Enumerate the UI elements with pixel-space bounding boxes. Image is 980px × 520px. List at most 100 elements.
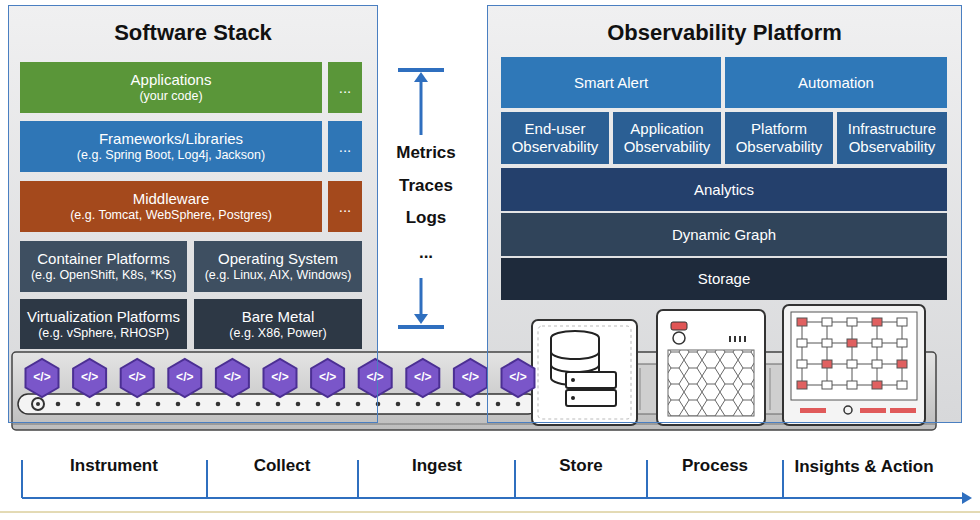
- stage-label: Process: [682, 457, 748, 476]
- belt-link: [156, 402, 161, 407]
- belt-link: [516, 402, 521, 407]
- belt-link: [296, 402, 301, 407]
- box-title: ...: [339, 79, 352, 97]
- graph-node-icon: [847, 339, 857, 347]
- code-hexagon: [26, 359, 59, 397]
- database-server: [532, 320, 637, 425]
- belt-link: [276, 402, 281, 407]
- stage-label: Instrument: [70, 457, 158, 476]
- box-title: Analytics: [694, 181, 754, 199]
- graph-node-icon: [822, 360, 832, 368]
- code-icon-label: </>: [462, 371, 479, 384]
- belt-link: [356, 402, 361, 407]
- box-title: Platform Observability: [729, 120, 829, 156]
- box-title: Virtualization Platforms: [27, 308, 180, 326]
- layer-box: Frameworks/Libraries(e.g. Spring Boot, L…: [20, 121, 322, 172]
- graph-node-icon: [897, 318, 907, 326]
- code-hexagon: [359, 359, 392, 397]
- capability-box: Smart Alert: [501, 57, 721, 108]
- code-icon-label: </>: [176, 371, 193, 384]
- belt-link: [116, 402, 121, 407]
- graph-node-icon: [897, 360, 907, 368]
- stage-label: Ingest: [412, 457, 462, 476]
- code-hexagon: [121, 359, 154, 397]
- belt-link: [416, 402, 421, 407]
- box-subtitle: (your code): [139, 89, 202, 104]
- code-icon-label: </>: [81, 371, 98, 384]
- graph-node-icon: [797, 318, 807, 326]
- panel-title: Observability Platform: [607, 20, 842, 46]
- signal-label: Traces: [399, 177, 453, 196]
- box-subtitle: (e.g. Spring Boot, Log4j, Jackson): [77, 148, 265, 163]
- signal-label: ...: [419, 244, 433, 263]
- code-hexagon: [502, 359, 535, 397]
- layer-band: Dynamic Graph: [501, 213, 947, 256]
- code-icon-label: </>: [271, 371, 288, 384]
- belt-link: [216, 402, 221, 407]
- insights-monitor: [783, 305, 925, 425]
- code-icon-label: </>: [414, 371, 431, 384]
- graph-node-icon: [822, 318, 832, 326]
- more-box: ...: [328, 181, 362, 232]
- layer-band: Analytics: [501, 168, 947, 211]
- box-title: Infrastructure Observability: [841, 120, 943, 156]
- box-title: Dynamic Graph: [672, 226, 776, 244]
- graph-node-icon: [872, 381, 882, 389]
- graph-node-icon: [872, 360, 882, 368]
- code-icon-label: </>: [319, 371, 336, 384]
- belt-link: [96, 402, 101, 407]
- graph-node-icon: [847, 360, 857, 368]
- belt-link: [236, 402, 241, 407]
- graph-node-icon: [847, 381, 857, 389]
- signal-label: Logs: [406, 209, 447, 228]
- belt-link: [196, 402, 201, 407]
- observability-box: Application Observability: [613, 112, 721, 164]
- panel-title: Software Stack: [114, 20, 272, 46]
- box-title: ...: [339, 198, 352, 216]
- graph-node-icon: [897, 339, 907, 347]
- graph-node-icon: [822, 339, 832, 347]
- code-icon-label: </>: [224, 371, 241, 384]
- belt-link: [456, 402, 461, 407]
- more-box: ...: [328, 121, 362, 172]
- box-title: Frameworks/Libraries: [99, 130, 243, 148]
- observability-box: End-user Observability: [501, 112, 609, 164]
- code-hexagon: [264, 359, 297, 397]
- belt-link: [496, 402, 501, 407]
- graph-node-icon: [847, 318, 857, 326]
- box-subtitle: (e.g. OpenShift, K8s, *KS): [31, 268, 176, 283]
- signal-label: Metrics: [396, 144, 456, 163]
- code-icon-label: </>: [367, 371, 384, 384]
- layer-box: Applications(your code): [20, 62, 322, 113]
- capability-box: Automation: [725, 57, 947, 108]
- box-title: Smart Alert: [574, 74, 648, 92]
- belt-link: [176, 402, 181, 407]
- belt-link: [336, 402, 341, 407]
- layer-box: Container Platforms(e.g. OpenShift, K8s,…: [20, 241, 187, 292]
- layer-box: Bare Metal(e.g. X86, Power): [194, 299, 362, 349]
- code-icon-label: </>: [129, 371, 146, 384]
- box-title: Container Platforms: [37, 250, 170, 268]
- belt-link: [396, 402, 401, 407]
- code-hexagon: [406, 359, 439, 397]
- belt-link: [376, 402, 381, 407]
- box-title: Application Observability: [617, 120, 717, 156]
- box-subtitle: (e.g. vSphere, RHOSP): [38, 326, 169, 341]
- layer-box: Virtualization Platforms(e.g. vSphere, R…: [20, 299, 187, 349]
- stage-label: Store: [559, 457, 602, 476]
- code-hexagon: [311, 359, 344, 397]
- stage-label: Insights & Action: [794, 458, 933, 477]
- graph-node-icon: [872, 318, 882, 326]
- graph-processor: [657, 310, 765, 425]
- baseline-rule: [0, 512, 980, 513]
- graph-node-icon: [797, 360, 807, 368]
- more-box: ...: [328, 62, 362, 113]
- platform-panel: Observability PlatformSmart Alert Automat…: [487, 5, 962, 423]
- belt-link: [476, 402, 481, 407]
- box-subtitle: (e.g. X86, Power): [229, 326, 326, 341]
- belt-link: [256, 402, 261, 407]
- graph-node-icon: [797, 381, 807, 389]
- belt-link: [76, 402, 81, 407]
- graph-node-icon: [797, 339, 807, 347]
- code-icon-label: </>: [509, 371, 526, 384]
